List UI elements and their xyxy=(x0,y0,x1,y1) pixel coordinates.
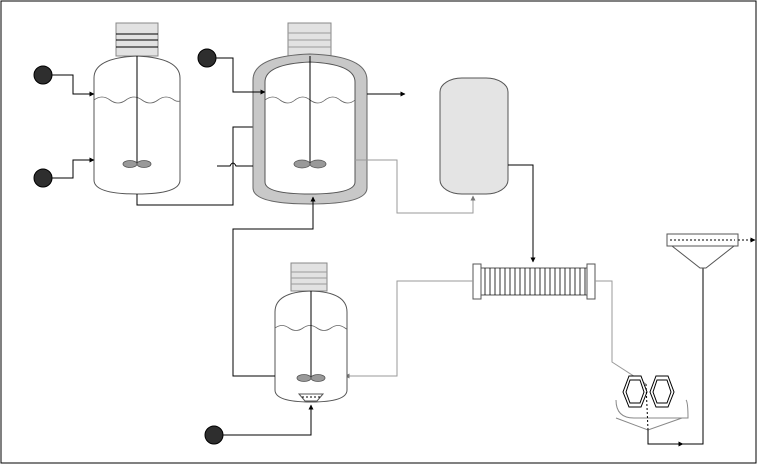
twin-roll-mill xyxy=(616,376,688,430)
feed-inlet-4 xyxy=(205,426,223,444)
jacketed-reactor xyxy=(253,23,367,204)
mixing-tank xyxy=(94,23,180,194)
transfer-line-mill-to-filter xyxy=(648,430,683,444)
feed-inlet-3 xyxy=(198,49,216,67)
transfer-line-exchanger-to-mill xyxy=(595,281,646,384)
transfer-line-mill-to-filter-riser xyxy=(683,266,703,444)
feed-inlet-2 xyxy=(34,169,52,187)
holding-tank xyxy=(440,78,508,194)
feed-line-2 xyxy=(52,160,94,178)
filter-funnel xyxy=(667,234,738,268)
lower-tank-motor xyxy=(291,263,327,291)
crossing-line xyxy=(217,163,253,166)
lower-mixing-tank xyxy=(275,263,347,402)
transfer-line-exchanger-to-lower-tank xyxy=(345,281,473,376)
mill-housing xyxy=(616,400,688,430)
feed-line-1 xyxy=(52,75,94,94)
feed-line-4 xyxy=(223,405,311,435)
tube-heat-exchanger xyxy=(473,264,595,299)
feed-inlet-1 xyxy=(34,66,52,84)
exchanger-tubes xyxy=(485,268,585,295)
filter-funnel-cone xyxy=(672,246,734,268)
transfer-line-holding-to-exchanger xyxy=(508,165,533,262)
